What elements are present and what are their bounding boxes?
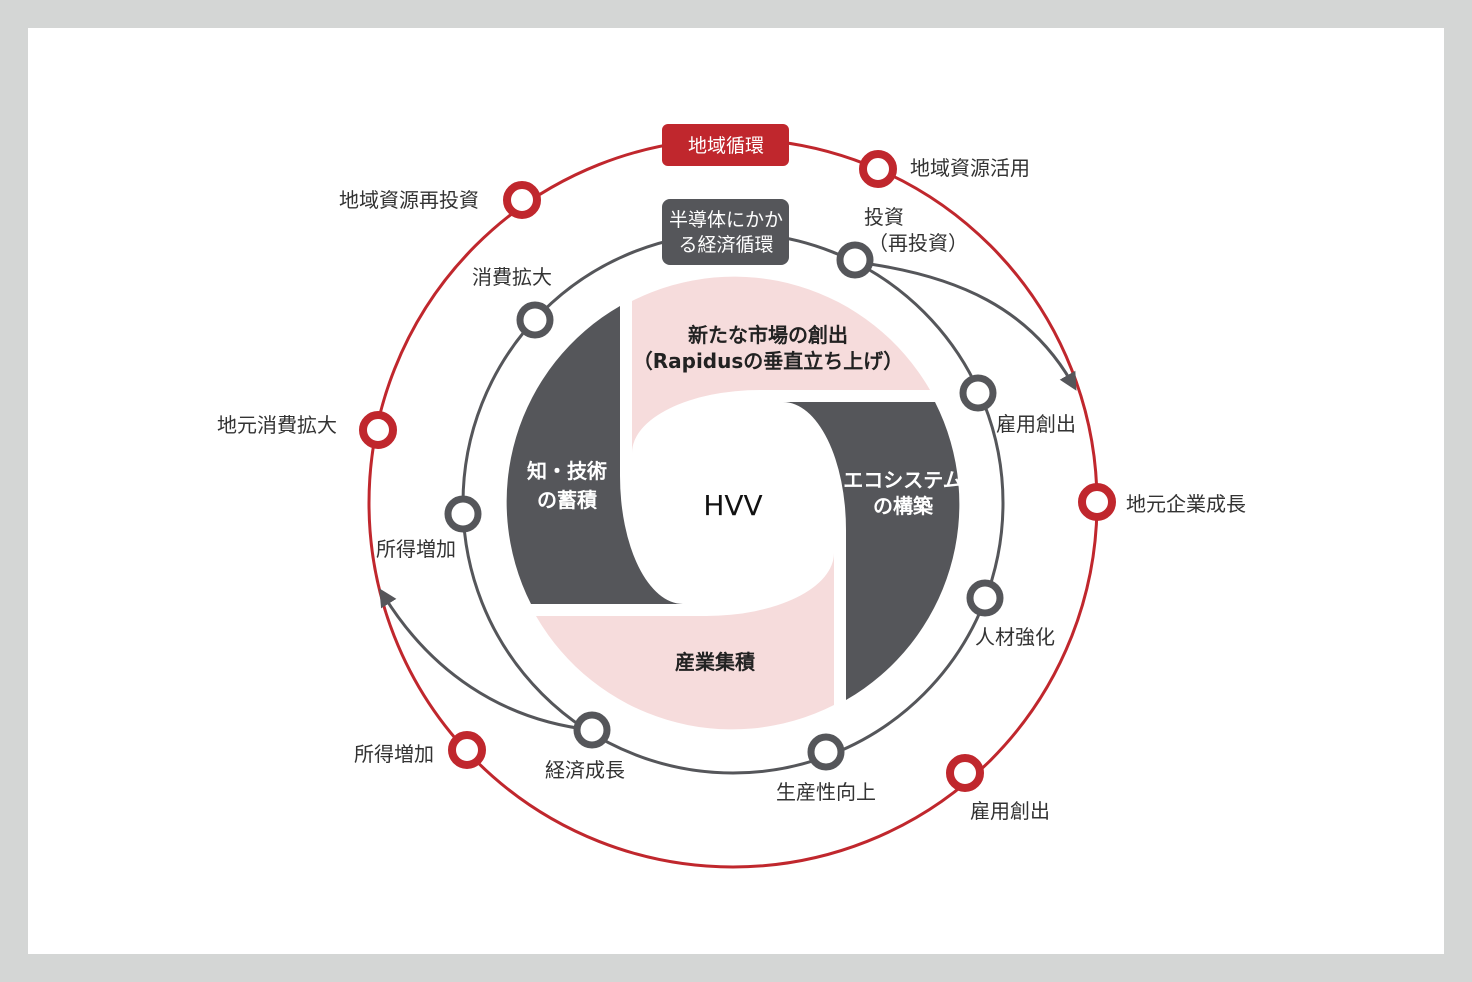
inner-node [807, 733, 845, 771]
inner-node [573, 711, 611, 749]
outer-node [503, 181, 541, 219]
outer-label-job-creation: 雇用創出 [970, 799, 1050, 823]
inner-ring-title-box: 半導体にかか る経済循環 [662, 199, 789, 265]
inner-label-talent: 人材強化 [975, 625, 1055, 649]
blade-top [632, 276, 930, 453]
blade-left-label-line2: の蓄積 [537, 488, 598, 512]
diagram-panel [28, 28, 1444, 954]
outer-node [359, 411, 397, 449]
outer-label-local-consumption: 地元消費拡大 [217, 413, 337, 437]
outer-label-local-reinvestment: 地域資源再投資 [339, 188, 479, 212]
outer-node [1078, 483, 1116, 521]
inner-node [516, 301, 554, 339]
blade-bottom [536, 553, 834, 730]
center-label: HVV [703, 489, 762, 522]
blade-right [783, 402, 960, 700]
inner-label-reinvestment: （再投資） [868, 231, 968, 255]
arrow-income [379, 588, 593, 732]
outer-node [448, 731, 486, 769]
inner-label-consumption: 消費拡大 [472, 265, 552, 289]
inner-label-economic-growth: 経済成長 [545, 758, 625, 782]
arrow-reinvest [854, 260, 1077, 391]
blade-bottom-label: 産業集積 [675, 650, 756, 674]
outer-ring-title-box: 地域循環 [662, 124, 789, 166]
outer-node [859, 150, 897, 188]
outer-ring-title: 地域循環 [688, 135, 764, 157]
blade-right-label-line1: エコシステム [843, 468, 962, 492]
inner-label-productivity: 生産性向上 [776, 780, 876, 804]
blade-left-label-line1: 知・技術 [527, 459, 607, 483]
inner-node [444, 495, 482, 533]
blade-top-label-line1: 新たな市場の創出 [688, 323, 848, 347]
blade-right-label-line2: の構築 [873, 494, 934, 518]
inner-node [836, 241, 874, 279]
inner-node [959, 374, 997, 412]
inner-label-job-creation: 雇用創出 [996, 412, 1076, 436]
inner-label-investment: 投資 [864, 205, 904, 229]
inner-node [966, 579, 1004, 617]
outer-label-local-resource-use: 地域資源活用 [910, 156, 1030, 180]
blade-left [506, 306, 683, 604]
outer-node [946, 754, 984, 792]
outer-label-income-increase: 所得増加 [354, 742, 434, 766]
outer-label-local-business-growth: 地元企業成長 [1126, 492, 1246, 516]
inner-ring-title-line2: る経済循環 [678, 234, 773, 256]
inner-label-income: 所得増加 [376, 537, 456, 561]
blade-top-label-line2: （Rapidusの垂直立ち上げ） [633, 349, 904, 373]
inner-ring-title-line1: 半導体にかか [669, 209, 783, 231]
